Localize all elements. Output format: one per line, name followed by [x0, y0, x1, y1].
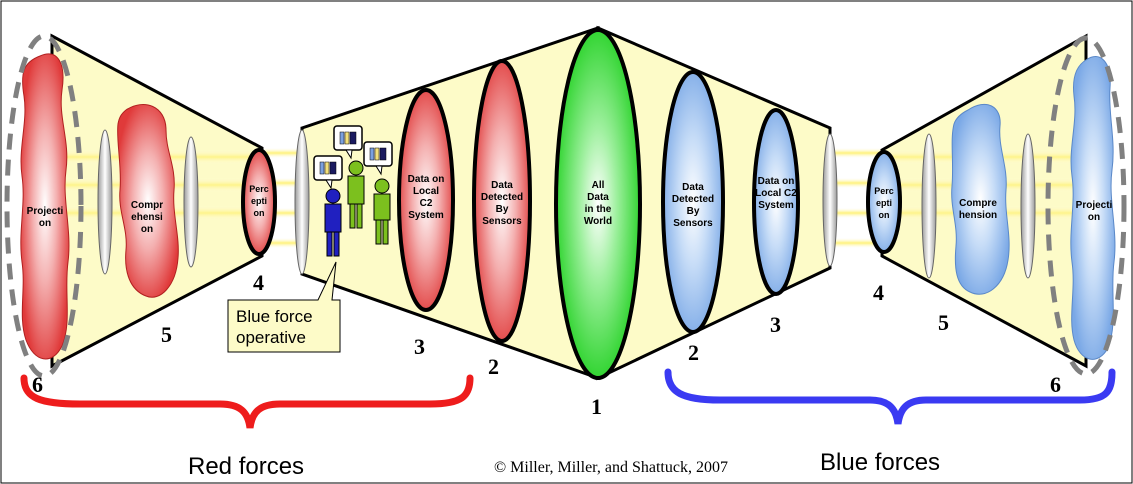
callout-text-line2: operative: [236, 328, 306, 347]
left-comprehension-blob: [117, 104, 179, 298]
svg-text:epti: epti: [876, 198, 892, 208]
blue-forces-label: Blue forces: [820, 449, 940, 476]
light-beams: [240, 148, 895, 248]
callout-box: [227, 261, 341, 353]
right-local-c2-ellipse: [752, 108, 800, 296]
svg-text:Local: Local: [413, 186, 439, 197]
left-projection-blob: [20, 53, 70, 360]
red-forces-label: Red forces: [188, 453, 304, 480]
number-left-2: 2: [488, 354, 499, 379]
right-local-c2-label: Data on Local C2 System: [755, 176, 797, 211]
all-data-label: All Data in the World: [584, 180, 612, 227]
svg-text:System: System: [408, 210, 444, 221]
svg-text:All: All: [592, 180, 605, 191]
left-local-c2-label: Data on Local C2 System: [408, 174, 445, 221]
right-projection-blob: [1070, 56, 1116, 360]
all-data-ellipse: [554, 28, 642, 380]
svg-text:Data on: Data on: [758, 176, 795, 187]
svg-text:Projecti: Projecti: [27, 206, 64, 217]
blue-forces-brace: [664, 368, 1116, 425]
left-perception-ellipse: [241, 148, 277, 256]
svg-text:Perc: Perc: [249, 184, 269, 194]
left-local-c2-ellipse: [397, 88, 455, 312]
svg-text:Sensors: Sensors: [673, 218, 713, 229]
svg-text:Perc: Perc: [874, 186, 894, 196]
right-comprehension-blob: [951, 104, 1010, 295]
svg-text:Detected: Detected: [481, 192, 523, 203]
number-right-4: 4: [873, 280, 884, 305]
left-projection-label: Projecti on: [27, 206, 64, 229]
svg-text:hension: hension: [959, 210, 997, 221]
svg-text:System: System: [758, 200, 794, 211]
red-forces-brace: [20, 374, 474, 429]
right-projection-label: Projecti on: [1076, 200, 1113, 223]
number-left-4: 4: [253, 270, 264, 295]
svg-text:epti: epti: [251, 196, 267, 206]
lenses: [97, 129, 1036, 279]
svg-text:Data: Data: [682, 182, 704, 193]
left-perception-label: Perc epti on: [249, 184, 269, 218]
svg-text:Data: Data: [587, 192, 609, 203]
svg-text:Projecti: Projecti: [1076, 200, 1113, 211]
svg-text:Detected: Detected: [672, 194, 714, 205]
right-comprehension-label: Compre hension: [959, 198, 997, 221]
speech-bubble-icon-1: [313, 155, 343, 190]
svg-text:on: on: [879, 210, 890, 220]
blue-force-figure-icon: [324, 188, 342, 257]
callout-text-line1: Blue force: [236, 307, 313, 326]
number-left-5: 5: [161, 322, 172, 347]
right-projection-dashed-ring: [1045, 35, 1127, 377]
svg-text:on: on: [254, 208, 265, 218]
number-1: 1: [591, 394, 602, 419]
svg-text:Compr: Compr: [131, 200, 163, 211]
right-sensors-label: Data Detected By Sensors: [672, 182, 714, 229]
svg-text:By: By: [496, 204, 509, 215]
green-figure-icon-1: [347, 160, 365, 229]
svg-text:C2: C2: [420, 198, 433, 209]
svg-text:World: World: [584, 216, 612, 227]
number-right-6: 6: [1050, 372, 1061, 397]
svg-text:Sensors: Sensors: [482, 216, 522, 227]
right-perception-ellipse: [866, 150, 902, 254]
number-right-2: 2: [688, 340, 699, 365]
right-sensors-ellipse: [661, 70, 725, 334]
copyright-text: © Miller, Miller, and Shattuck, 2007: [494, 459, 728, 476]
svg-text:on: on: [39, 218, 51, 229]
svg-text:Compre: Compre: [959, 198, 997, 209]
left-sensors-ellipse: [472, 59, 532, 343]
svg-text:ehensi: ehensi: [131, 212, 163, 223]
svg-text:on: on: [1088, 212, 1100, 223]
left-sensors-label: Data Detected By Sensors: [481, 180, 523, 227]
svg-text:Data on: Data on: [408, 174, 445, 185]
speech-bubble-icon-3: [363, 141, 393, 176]
svg-text:By: By: [687, 206, 700, 217]
number-left-3: 3: [414, 334, 425, 359]
svg-text:on: on: [141, 224, 153, 235]
right-perception-label: Perc epti on: [874, 186, 894, 220]
number-right-3: 3: [770, 312, 781, 337]
speech-bubble-icon-2: [333, 125, 363, 160]
left-projection-dashed-ring: [4, 33, 84, 379]
svg-text:Local C2: Local C2: [755, 188, 797, 199]
left-comprehension-label: Compr ehensi on: [131, 200, 163, 235]
green-figure-icon-2: [373, 178, 391, 245]
number-right-5: 5: [938, 310, 949, 335]
svg-text:Data: Data: [491, 180, 513, 191]
number-left-6: 6: [32, 372, 43, 397]
svg-text:in the: in the: [585, 204, 612, 215]
